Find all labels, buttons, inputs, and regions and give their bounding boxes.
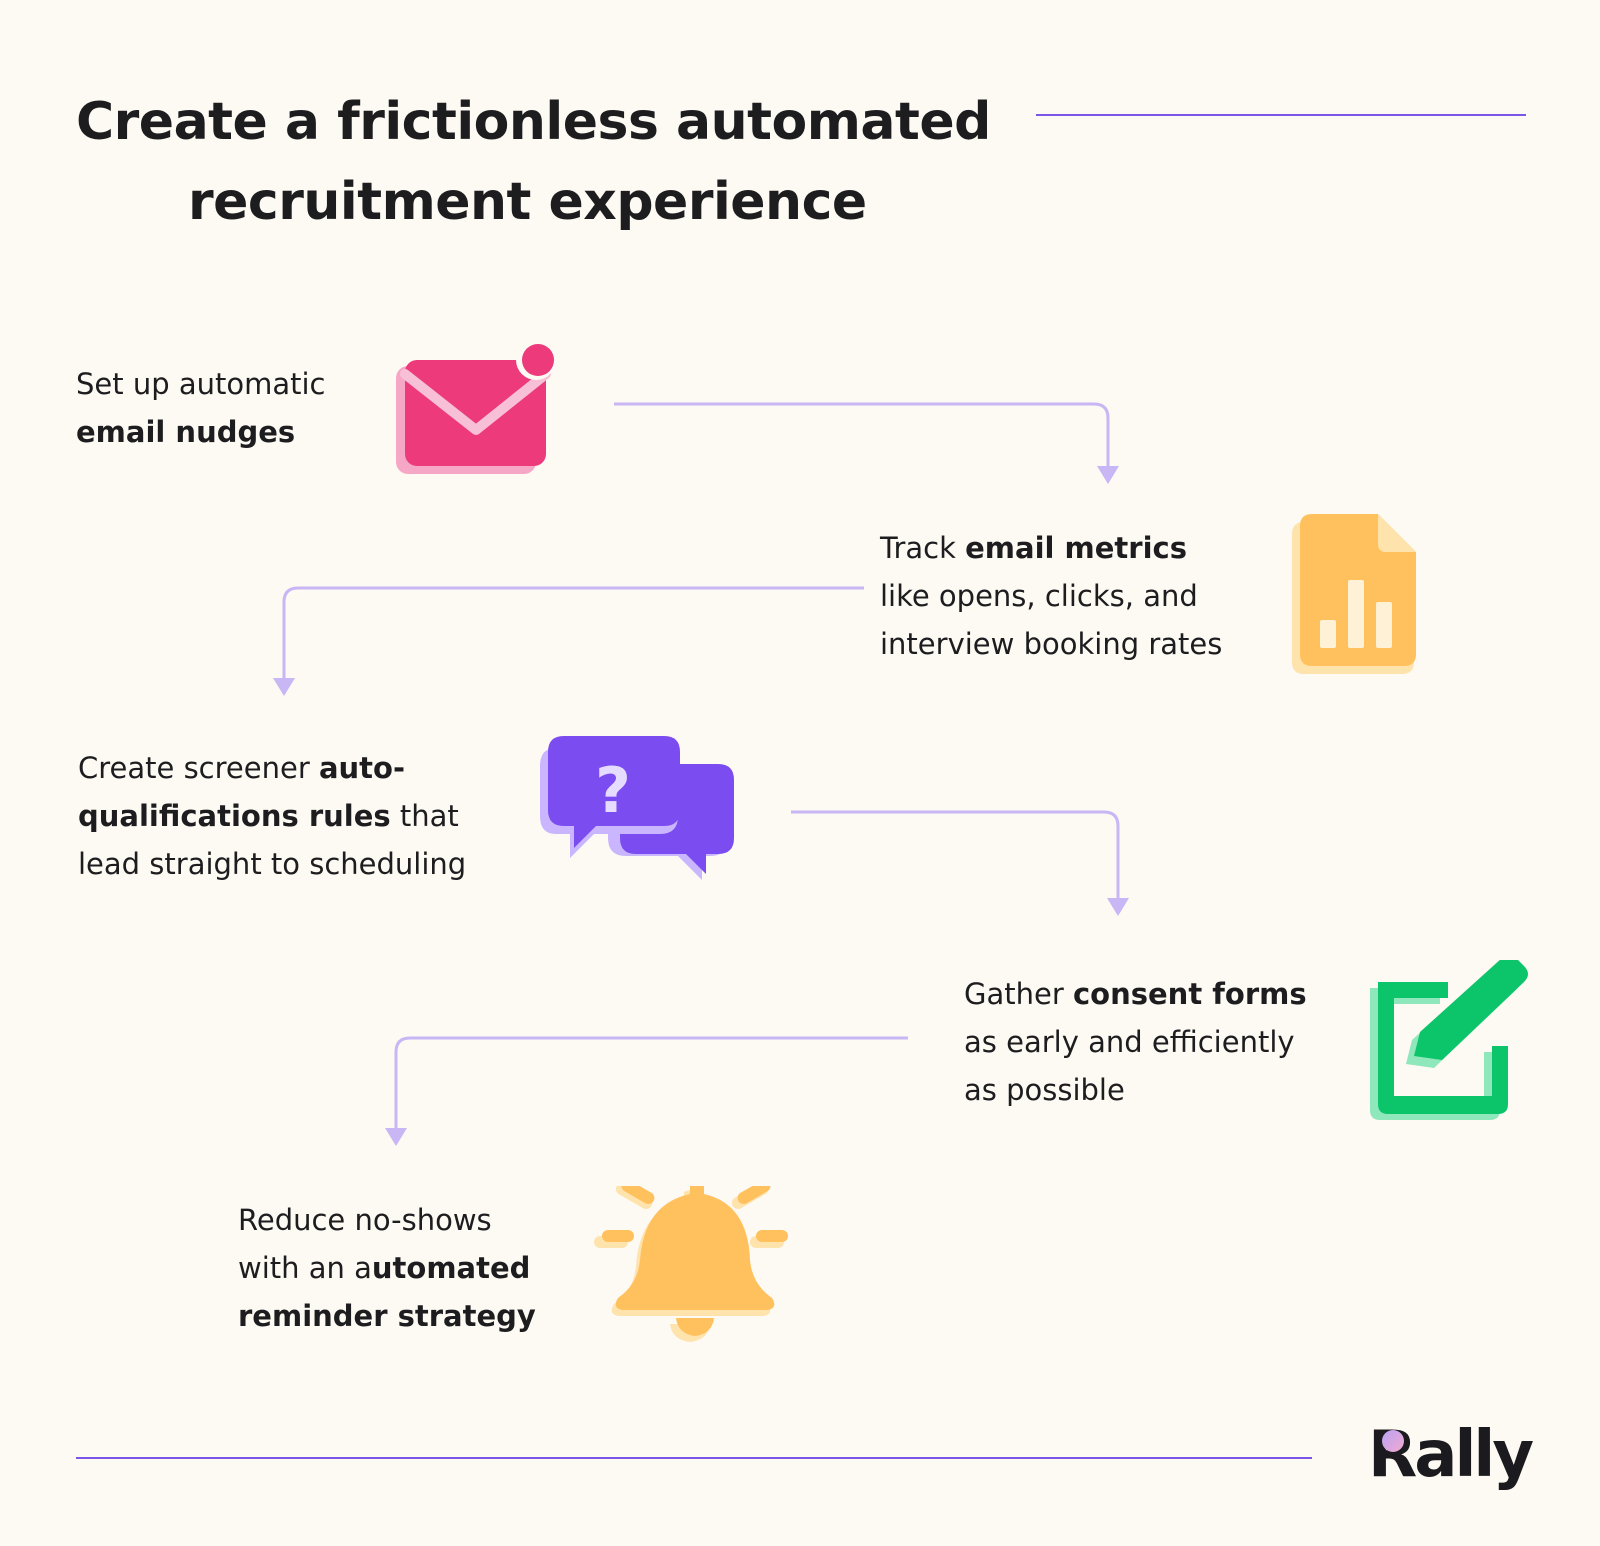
bold-text: utomated <box>371 1251 531 1285</box>
connector-4-to-5 <box>394 1036 908 1128</box>
bold-text: qualifications rules <box>78 799 391 833</box>
arrowhead-1 <box>1097 466 1119 484</box>
bold-text: reminder strategy <box>238 1299 536 1333</box>
text: that <box>390 799 459 833</box>
connector-1-to-2 <box>614 402 1110 470</box>
top-divider <box>1036 114 1526 116</box>
arrowhead-3 <box>1107 898 1129 916</box>
step-line: Gather consent forms <box>964 970 1307 1018</box>
bell-icon <box>594 1186 788 1342</box>
text: Set up automatic <box>76 367 326 401</box>
bold-text: auto- <box>318 751 406 785</box>
question-chat-bubbles-icon: ? <box>540 736 734 880</box>
bold-text: consent forms <box>1072 977 1307 1011</box>
text: as early and efficiently <box>964 1025 1295 1059</box>
step-line: as early and efficiently <box>964 1018 1307 1066</box>
step-1-text: Set up automatic email nudges <box>76 360 326 456</box>
envelope-notification-icon <box>396 340 556 474</box>
step-line: Create screener auto- <box>78 744 466 792</box>
step-line: interview booking rates <box>880 620 1222 668</box>
arrowhead-4 <box>385 1128 407 1146</box>
step-5-text: Reduce no-shows with an automated reminder… <box>238 1196 536 1340</box>
page-title: Create a frictionless automated recruitm… <box>76 82 1016 242</box>
bar-chart-document-icon <box>1292 514 1416 674</box>
text: as possible <box>964 1073 1125 1107</box>
text: with an a <box>238 1251 372 1285</box>
step-3-text: Create screener auto-qualifications rule… <box>78 744 466 888</box>
text: Gather <box>964 977 1073 1011</box>
step-line: Set up automatic <box>76 360 326 408</box>
text: interview booking rates <box>880 627 1223 661</box>
step-line: reminder strategy <box>238 1292 536 1340</box>
title-line-2: recruitment experience <box>188 172 867 232</box>
title-line-1: Create a frictionless automated <box>76 92 991 152</box>
bold-text: email metrics <box>965 531 1187 565</box>
arrowhead-2 <box>273 678 295 696</box>
step-line: Reduce no-shows <box>238 1196 536 1244</box>
step-line: email nudges <box>76 408 326 456</box>
text: like opens, clicks, and <box>880 579 1198 613</box>
step-line: qualifications rules that <box>78 792 466 840</box>
step-line: lead straight to scheduling <box>78 840 466 888</box>
edit-form-pencil-icon <box>1370 960 1528 1120</box>
text: lead straight to scheduling <box>78 847 467 881</box>
step-4-text: Gather consent forms as early and efficie… <box>964 970 1307 1114</box>
bold-text: email nudges <box>76 415 296 449</box>
bottom-divider <box>76 1457 1312 1459</box>
rally-logo: Rally <box>1368 1418 1534 1492</box>
logo-text: Rally <box>1368 1418 1534 1492</box>
connector-2-to-3 <box>282 586 864 682</box>
step-2-text: Track email metrics like opens, clicks, a… <box>880 524 1222 668</box>
step-line: as possible <box>964 1066 1307 1114</box>
text: Track <box>880 531 966 565</box>
step-line: with an automated <box>238 1244 536 1292</box>
connector-3-to-4 <box>791 810 1120 900</box>
step-line: like opens, clicks, and <box>880 572 1222 620</box>
text: Create screener <box>78 751 319 785</box>
step-line: Track email metrics <box>880 524 1222 572</box>
svg-text:?: ? <box>595 754 631 827</box>
text: Reduce no-shows <box>238 1203 492 1237</box>
